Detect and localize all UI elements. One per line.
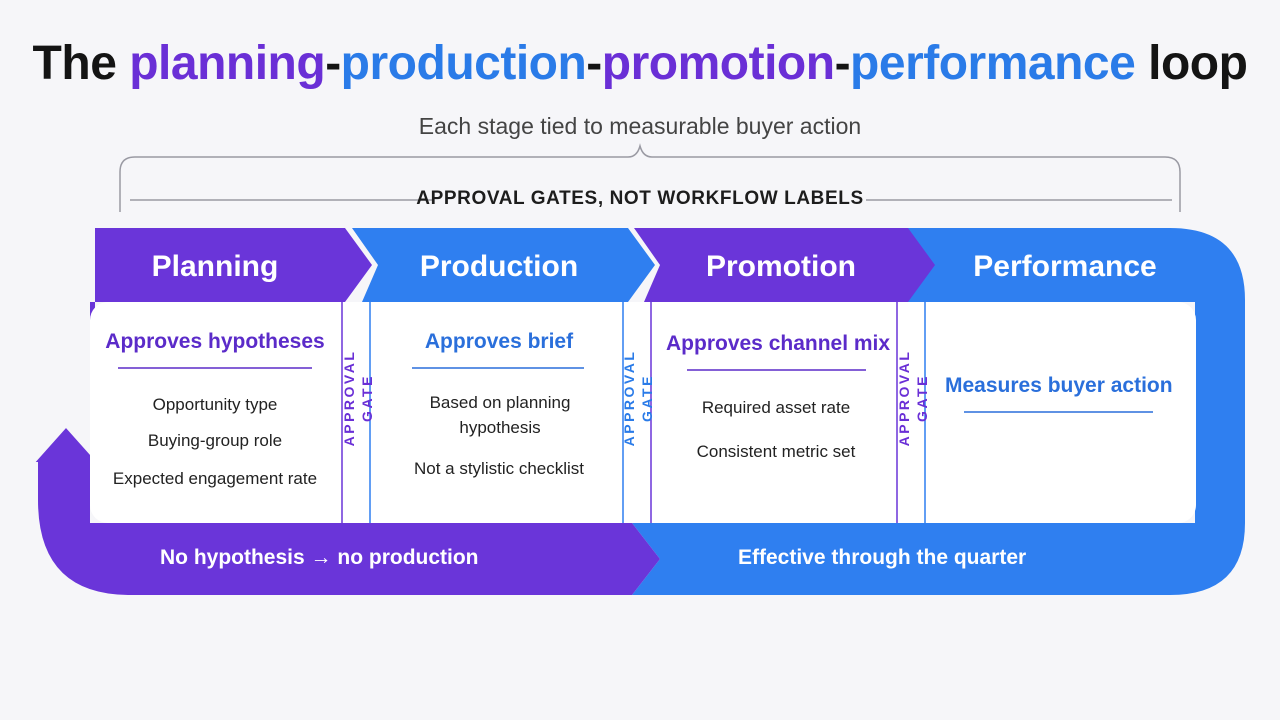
subtitle-brace — [119, 143, 1181, 212]
title-planning: planning — [129, 37, 326, 90]
production-card-heading: Approves brief — [424, 330, 574, 353]
promotion-chevron — [634, 228, 935, 302]
title-production: production — [340, 37, 587, 90]
stage-performance-heading: Performance — [973, 250, 1157, 283]
approval-gate-3-line-1: APPROVAL — [896, 349, 912, 447]
stage-planning-heading: Planning — [151, 250, 279, 283]
loop-back-arrow-outline — [31, 421, 101, 464]
loop-back-arrow-icon — [33, 425, 99, 462]
approval-gate-1-line-2: GATE — [359, 374, 375, 422]
bottom-left-text: No hypothesis → no production — [160, 546, 479, 570]
planning-line-3: Expected engagement rate — [112, 469, 318, 488]
title-dash-1: - — [325, 37, 341, 90]
right-arrow-icon: → — [310, 546, 332, 569]
title-performance: performance — [850, 37, 1136, 90]
subtitle: Each stage tied to measurable buyer acti… — [418, 113, 862, 139]
approval-gate-3-line-2: GATE — [914, 374, 930, 422]
planning-line-2: Buying-group role — [147, 431, 283, 450]
promotion-line-2: Consistent metric set — [696, 442, 856, 461]
production-line-1: Based on planning hypothesis — [429, 393, 571, 437]
bottom-left-part-2: no production — [337, 546, 479, 569]
gates-label: APPROVAL GATES, NOT WORKFLOW LABELS — [416, 188, 864, 209]
gate-strip-1 — [342, 302, 370, 523]
bottom-left-part-1: No hypothesis — [160, 546, 305, 569]
title-dash-3: - — [834, 37, 851, 90]
planning-card-heading: Approves hypotheses — [105, 330, 325, 353]
promotion-line-1: Required asset rate — [701, 398, 851, 417]
planning-loop-band — [38, 228, 660, 595]
promotion-card-heading: Approves channel mix — [666, 332, 891, 355]
title-dash-2: - — [586, 37, 602, 90]
stage-production-heading: Production — [419, 250, 579, 283]
approval-gate-2-line-1: APPROVAL — [621, 349, 637, 447]
title-prefix: The — [32, 37, 130, 90]
performance-chevron-notch — [914, 228, 948, 302]
approval-gate-1-line-1: APPROVAL — [341, 349, 357, 447]
planning-line-1: Opportunity type — [152, 395, 278, 414]
production-line-2: Not a stylistic checklist — [413, 459, 585, 478]
approval-gate-2-line-2: GATE — [639, 374, 655, 422]
title-suffix: loop — [1135, 37, 1248, 90]
title-promotion: promotion — [601, 37, 835, 90]
production-chevron — [352, 228, 655, 302]
stage-promotion-heading: Promotion — [706, 250, 856, 283]
performance-card-heading: Measures buyer action — [945, 374, 1173, 397]
bottom-right-text: Effective through the quarter — [738, 546, 1027, 569]
page-title: The planning-production-promotion-perfor… — [0, 36, 1280, 91]
